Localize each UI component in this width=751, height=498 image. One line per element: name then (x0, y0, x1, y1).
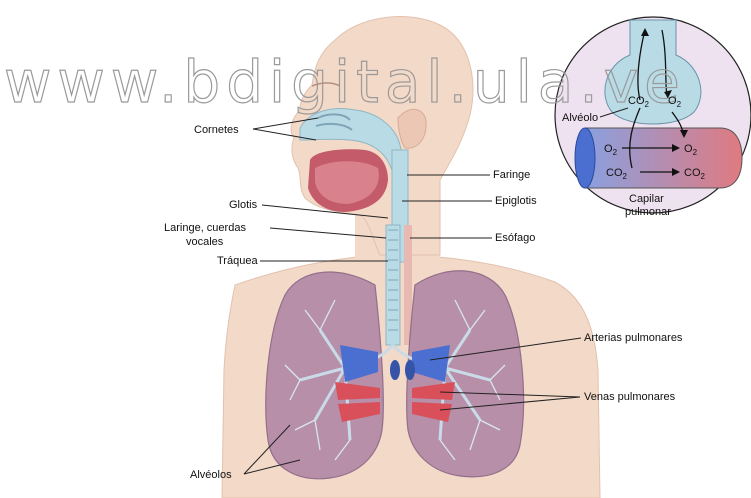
watermark-text: www.bdigital.ula.ve (4, 48, 686, 116)
label-cornetes: Cornetes (194, 124, 239, 136)
label-glotis: Glotis (229, 199, 258, 211)
label-laringe-2: vocales (186, 236, 224, 248)
capillary (585, 128, 742, 188)
label-alveolos: Alvéolos (190, 469, 232, 481)
trachea (386, 225, 400, 345)
label-epiglotis: Epiglotis (495, 195, 537, 207)
label-venas: Venas pulmonares (584, 391, 676, 403)
label-pulmonar: pulmonar (625, 206, 671, 218)
label-laringe-1: Laringe, cuerdas (164, 222, 246, 234)
label-alveolo: Alvéolo (562, 112, 598, 124)
label-traquea: Tráquea (217, 255, 258, 267)
label-faringe: Faringe (493, 169, 530, 181)
label-arterias: Arterias pulmonares (584, 332, 683, 344)
label-esofago: Esófago (495, 232, 535, 244)
label-capilar: Capilar (629, 193, 664, 205)
